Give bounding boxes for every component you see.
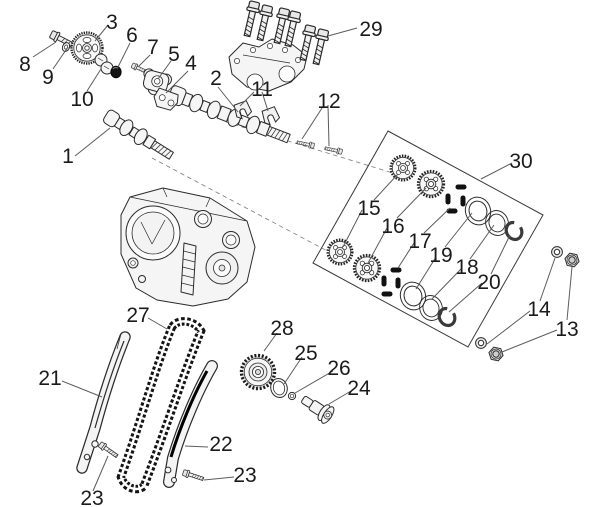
retainer-clip-10 [94,53,114,75]
callout-29: 29 [359,18,382,41]
ring-26 [287,391,297,401]
timing-gear-15-upper [389,154,417,182]
chain-guide-21 [76,331,131,474]
callout-17: 17 [408,230,431,253]
washer-14-lower [475,337,487,349]
cam-pulley-3 [70,31,104,65]
idler-shaft-24 [301,395,335,424]
spring-pins-17 [381,184,467,297]
callout-26: 26 [327,357,350,380]
timing-gear-16-lower [352,253,382,283]
actuator-housing-5 [142,68,172,96]
callout-13: 13 [555,318,578,341]
camshaft-bridge [228,38,308,92]
leader-lines [32,24,573,492]
washer-14-upper [551,246,563,258]
callout-28: 28 [270,317,293,340]
callout-9: 9 [42,66,54,89]
callout-labels: 1 2 3 4 5 6 7 8 9 10 11 12 13 14 15 16 1… [19,11,579,507]
bracket-4 [153,87,179,111]
callout-2: 2 [210,67,222,90]
timing-chain-27 [116,317,206,494]
callout-12: 12 [317,90,340,113]
callout-1: 1 [62,145,74,168]
callout-15: 15 [357,197,380,220]
chain-guide-22 [163,360,218,488]
callout-4: 4 [185,52,197,75]
callout-30: 30 [509,150,532,173]
callout-20: 20 [477,271,500,294]
callout-6: 6 [126,24,138,47]
chain-sprocket-28 [239,353,277,391]
callout-8: 8 [19,53,31,76]
callout-21: 21 [38,367,61,390]
timing-gear-15-lower [326,238,354,266]
callout-22: 22 [209,433,232,456]
callout-18: 18 [455,256,478,279]
callout-16: 16 [381,215,404,238]
callout-23-left: 23 [80,487,103,507]
callout-23-right: 23 [233,464,256,487]
callout-7: 7 [147,36,159,59]
callout-3: 3 [106,11,118,34]
callout-25: 25 [294,342,317,365]
callout-14: 14 [527,298,551,321]
callout-11: 11 [251,78,273,101]
callout-10: 10 [70,88,93,111]
rubber-grommet-6 [110,65,122,79]
callout-19: 19 [429,244,452,267]
kit-box-30 [312,130,544,348]
timing-gear-16-upper [416,169,446,199]
ring-25 [270,377,288,399]
callout-5: 5 [168,43,180,66]
callout-27: 27 [126,304,149,327]
cylinder-head [120,187,256,307]
callout-24: 24 [347,377,371,400]
camshaft-1 [103,109,174,160]
